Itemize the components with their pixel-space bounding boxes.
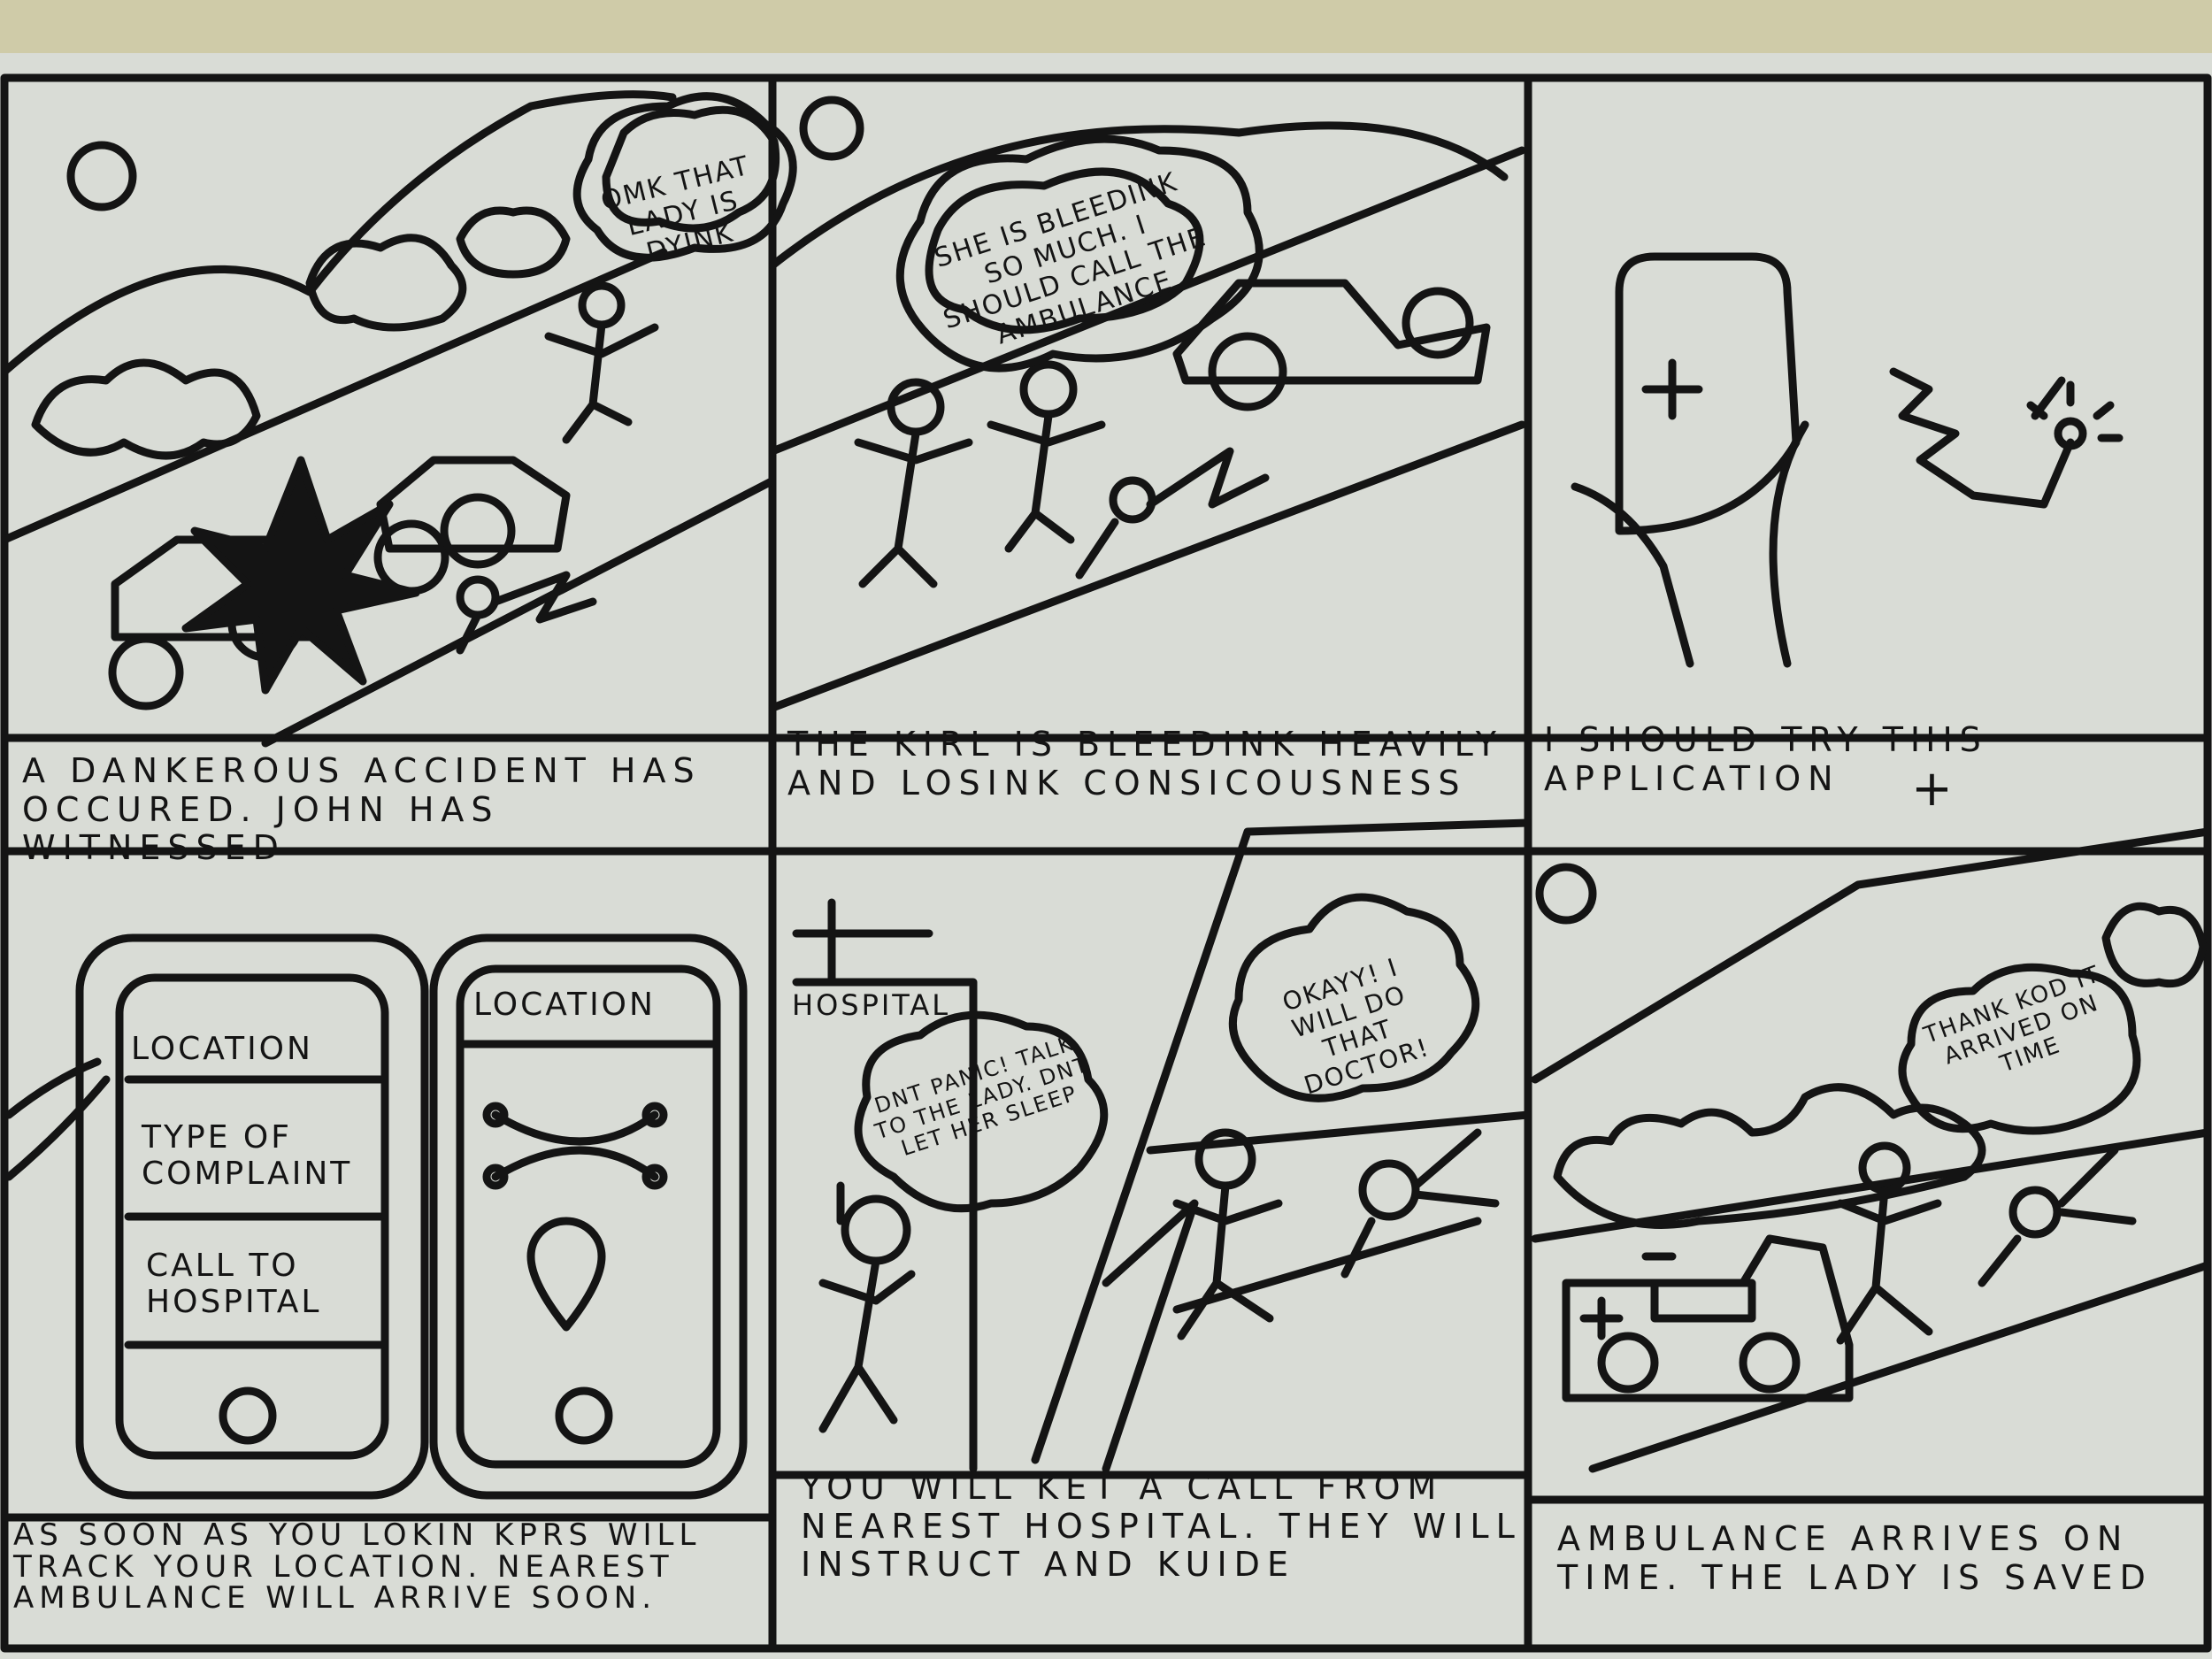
caption-panel-1: A dankerous accident has occured. John h…: [22, 751, 702, 868]
ambulance-icon: [1562, 1234, 1854, 1402]
hospital-sign: Hospital: [792, 988, 951, 1022]
panel-5-scene: [792, 818, 1597, 1473]
caption-panel-2: The Kirl is bleedinK heavily and losinK …: [787, 725, 1503, 803]
phone-icon: [1615, 252, 1801, 535]
speech-bubble-6: [1898, 963, 2141, 1135]
speech-bubble-1: [572, 92, 797, 262]
caption-panel-3: I should try this application: [1544, 720, 1988, 798]
app-phone-left: [75, 933, 429, 1500]
panel-1-scene: [0, 90, 780, 748]
sun-icon: [66, 141, 137, 211]
phone-right-item-location: Location: [473, 987, 656, 1023]
caption-panel-4: As soon as you loKin KPRS will track you…: [13, 1517, 702, 1617]
hand-icon: [4, 1057, 111, 1181]
sun-icon: [1535, 863, 1597, 925]
caption-panel-5: You will Ket a call from nearest hospita…: [801, 1468, 1522, 1585]
caption-panel-6: Ambulance arrives on time. The lady is s…: [1557, 1519, 2153, 1597]
phone-left-item-location: Location: [131, 1031, 313, 1067]
app-phone-right: [429, 933, 748, 1500]
location-pin-icon: [526, 1217, 606, 1332]
speech-bubble-john: [1228, 893, 1480, 1102]
speech-bubble-2: [895, 134, 1263, 373]
sun-icon: [799, 96, 864, 161]
hand-icon: [1571, 420, 1809, 668]
phone-left-item-complaint: Type of complaint: [142, 1119, 353, 1193]
panel-grid: [0, 73, 2212, 1653]
panel-3-scene: [1571, 252, 2124, 668]
panel-2-scene: [768, 96, 1526, 712]
phone-left-item-call: Call to hospital: [146, 1248, 322, 1321]
panel-6-scene: [1531, 827, 2212, 1473]
speech-bubble-doctor: [854, 1010, 1109, 1213]
caption-plus-symbol: +: [1911, 760, 1960, 818]
panel-4-scene: [4, 933, 748, 1500]
flash-icon: [2054, 417, 2087, 450]
